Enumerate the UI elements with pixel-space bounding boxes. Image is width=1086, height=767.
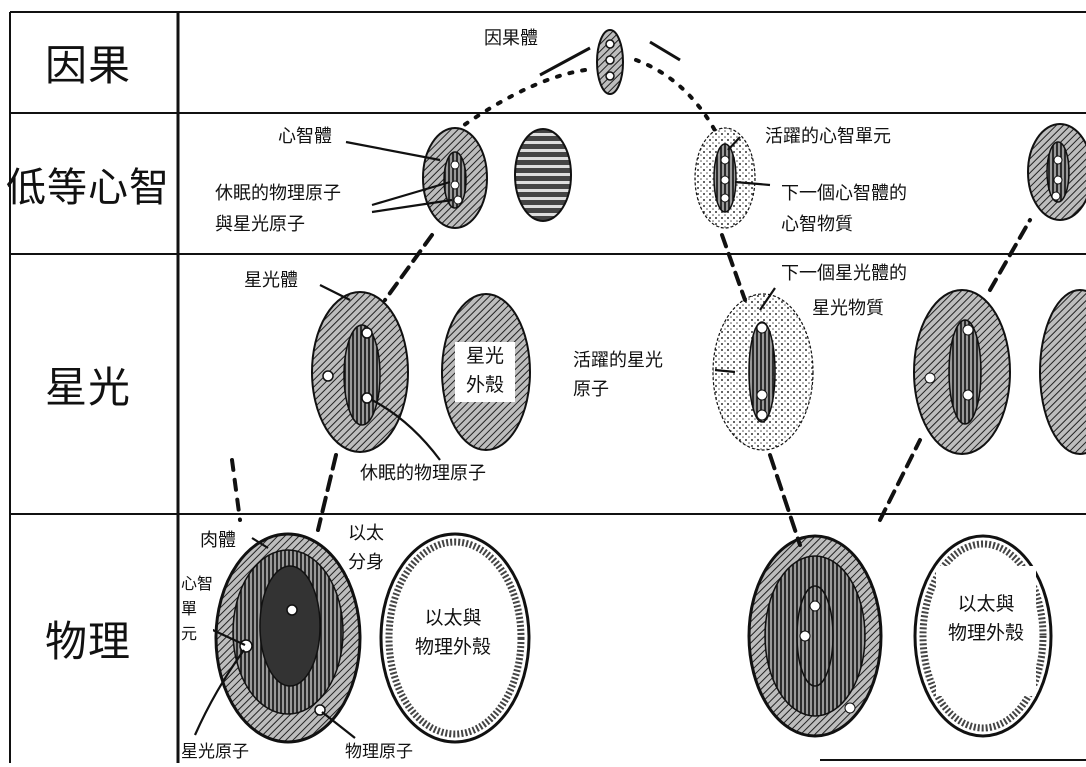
label-active-astral-atom-line1: 活躍的星光 [573,350,663,371]
row-label-physical: 物理 [44,617,131,666]
label-next-mental-matter-line2: 心智物質 [781,214,853,235]
causal-arc-left [428,68,587,152]
label-astral-atom: 星光原子 [181,742,249,764]
row-label-lower-mental: 低等心智 [6,164,170,211]
pointer-lines [193,136,776,739]
label-dormant-atoms-line1: 休眠的物理原子 [215,183,341,204]
table-grid [9,11,1086,763]
causal-body-figure [596,29,624,95]
label-mental-unit-line3: 元 [181,623,198,643]
label-astral-shell-line2: 外殼 [465,374,504,397]
mental-body-active [694,127,756,229]
label-astral-body: 星光體 [244,270,298,291]
label-causal-body: 因果體 [484,28,538,49]
row-label-causal: 因果 [44,41,131,90]
descent-paths [230,218,1032,547]
label-shell2-line1: 以太與 [957,593,1015,615]
astral-body-1 [311,291,409,453]
label-physical-atom: 物理原子 [345,742,413,762]
label-mental-unit-vertical: 心智 單 元 [181,572,214,647]
label-mental-body: 心智體 [278,126,332,147]
astral-shell-2 [1039,289,1086,455]
label-active-mental-unit: 活躍的心智單元 [765,126,891,147]
mental-body-next [1027,123,1086,221]
label-flesh-body: 肉體 [200,530,236,551]
label-shell2-line2: 物理外殼 [947,622,1024,645]
label-etheric-double: 以太 分身 [348,520,384,578]
mental-shell-1 [514,128,572,222]
label-astral-shell: 星光 外殼 [455,342,515,402]
label-shell1-line2: 物理外殼 [414,636,491,659]
causal-bracket-left [539,46,591,77]
astral-body-active [712,293,814,451]
causal-arc-right [634,58,722,142]
label-dormant-atoms-line2: 與星光原子 [215,214,305,235]
row-label-astral: 星光 [44,362,131,412]
astral-body-2 [913,289,1011,455]
label-astral-shell-line1: 星光 [465,345,504,367]
label-dormant-physical-atom: 休眠的物理原子 [360,463,486,484]
label-etheric-double-line2: 分身 [348,551,384,573]
label-next-astral-matter-line2: 星光物質 [812,298,884,319]
physical-body-2 [747,534,883,738]
label-next-mental-matter-line1: 下一個心智體的 [781,183,907,204]
label-mental-unit-line1: 心智 [181,574,214,593]
label-etheric-physical-shell-1: 以太與 物理外殼 [403,598,503,688]
label-active-astral-atom-line2: 原子 [573,378,609,400]
causal-bracket-right [649,40,681,62]
physical-body-1 [214,532,362,744]
label-shell1-line1: 以太與 [424,607,482,629]
label-etheric-physical-shell-2: 以太與 物理外殼 [936,566,1036,696]
label-active-astral-atom: 活躍的星光 原子 [573,347,663,405]
label-etheric-double-line1: 以太 [348,523,384,544]
label-mental-unit-line2: 單 [181,598,198,618]
mental-body-1 [422,127,488,229]
label-next-astral-matter-line1: 下一個星光體的 [781,263,907,284]
